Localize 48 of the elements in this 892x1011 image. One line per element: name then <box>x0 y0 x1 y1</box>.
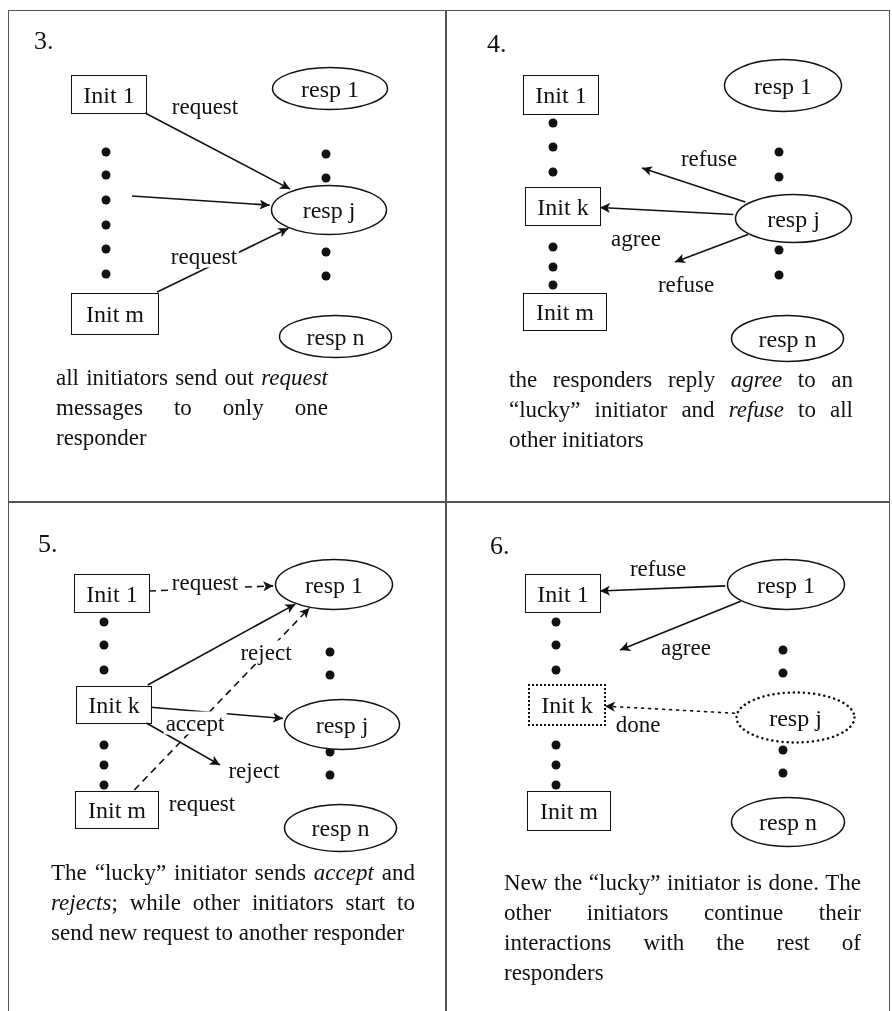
initiator-box: Init 1 <box>71 75 147 114</box>
arrow <box>599 585 727 596</box>
arrow <box>133 607 311 791</box>
initiator-box: Init k <box>525 187 601 226</box>
arrow <box>144 112 291 190</box>
responder-ellipse: resp n <box>730 796 846 848</box>
panel <box>8 502 446 1011</box>
arrow <box>146 603 297 686</box>
caption-text: all initiators send out request messages to only one responder <box>56 364 328 452</box>
arrow <box>599 203 735 216</box>
panel <box>446 10 890 502</box>
arrow <box>641 166 747 203</box>
initiator-box: Init m <box>523 293 607 331</box>
step-number: 4. <box>487 31 507 57</box>
arrow <box>145 722 221 766</box>
initiator-box: Init k <box>76 686 152 724</box>
edge-label: accept <box>163 711 227 735</box>
initiator-box: Init m <box>71 293 159 335</box>
initiator-box: Init m <box>75 791 159 829</box>
initiator-box: Init m <box>527 791 611 831</box>
step-number: 6. <box>490 533 510 559</box>
initiator-box: Init k <box>528 684 606 726</box>
responder-ellipse: resp n <box>730 314 845 363</box>
edge-label: reject <box>238 640 294 664</box>
panel <box>8 10 446 502</box>
arrow <box>674 233 749 264</box>
responder-ellipse: resp j <box>283 698 401 751</box>
step-number: 3. <box>34 28 54 54</box>
responder-ellipse: resp 1 <box>271 66 389 111</box>
arrow <box>619 600 742 651</box>
responder-ellipse: resp 1 <box>274 558 394 611</box>
arrow <box>131 195 271 210</box>
initiator-box: Init 1 <box>74 574 150 613</box>
initiator-box: Init 1 <box>523 75 599 115</box>
caption-text: The “lucky” initiator sends accept and rejects; while other initiators start to send new request to another responder <box>51 859 415 947</box>
initiator-box: Init 1 <box>525 574 601 613</box>
responder-ellipse: resp 1 <box>723 58 843 113</box>
responder-ellipse: resp 1 <box>726 558 846 611</box>
caption-text: New the “lucky” initiator is done. The other initiators continue their interactions with the rest of responders <box>504 869 861 987</box>
panel <box>446 502 890 1011</box>
responder-ellipse: resp n <box>283 803 398 853</box>
responder-ellipse: resp j <box>734 193 853 244</box>
arrow <box>604 701 736 714</box>
caption-text: the responders reply agree to an “lucky” initiator and refuse to all other initiators <box>509 366 853 454</box>
responder-ellipse: resp n <box>278 314 393 359</box>
responder-ellipse: resp j <box>735 691 856 744</box>
responder-ellipse: resp j <box>270 184 388 236</box>
step-number: 5. <box>38 531 58 557</box>
